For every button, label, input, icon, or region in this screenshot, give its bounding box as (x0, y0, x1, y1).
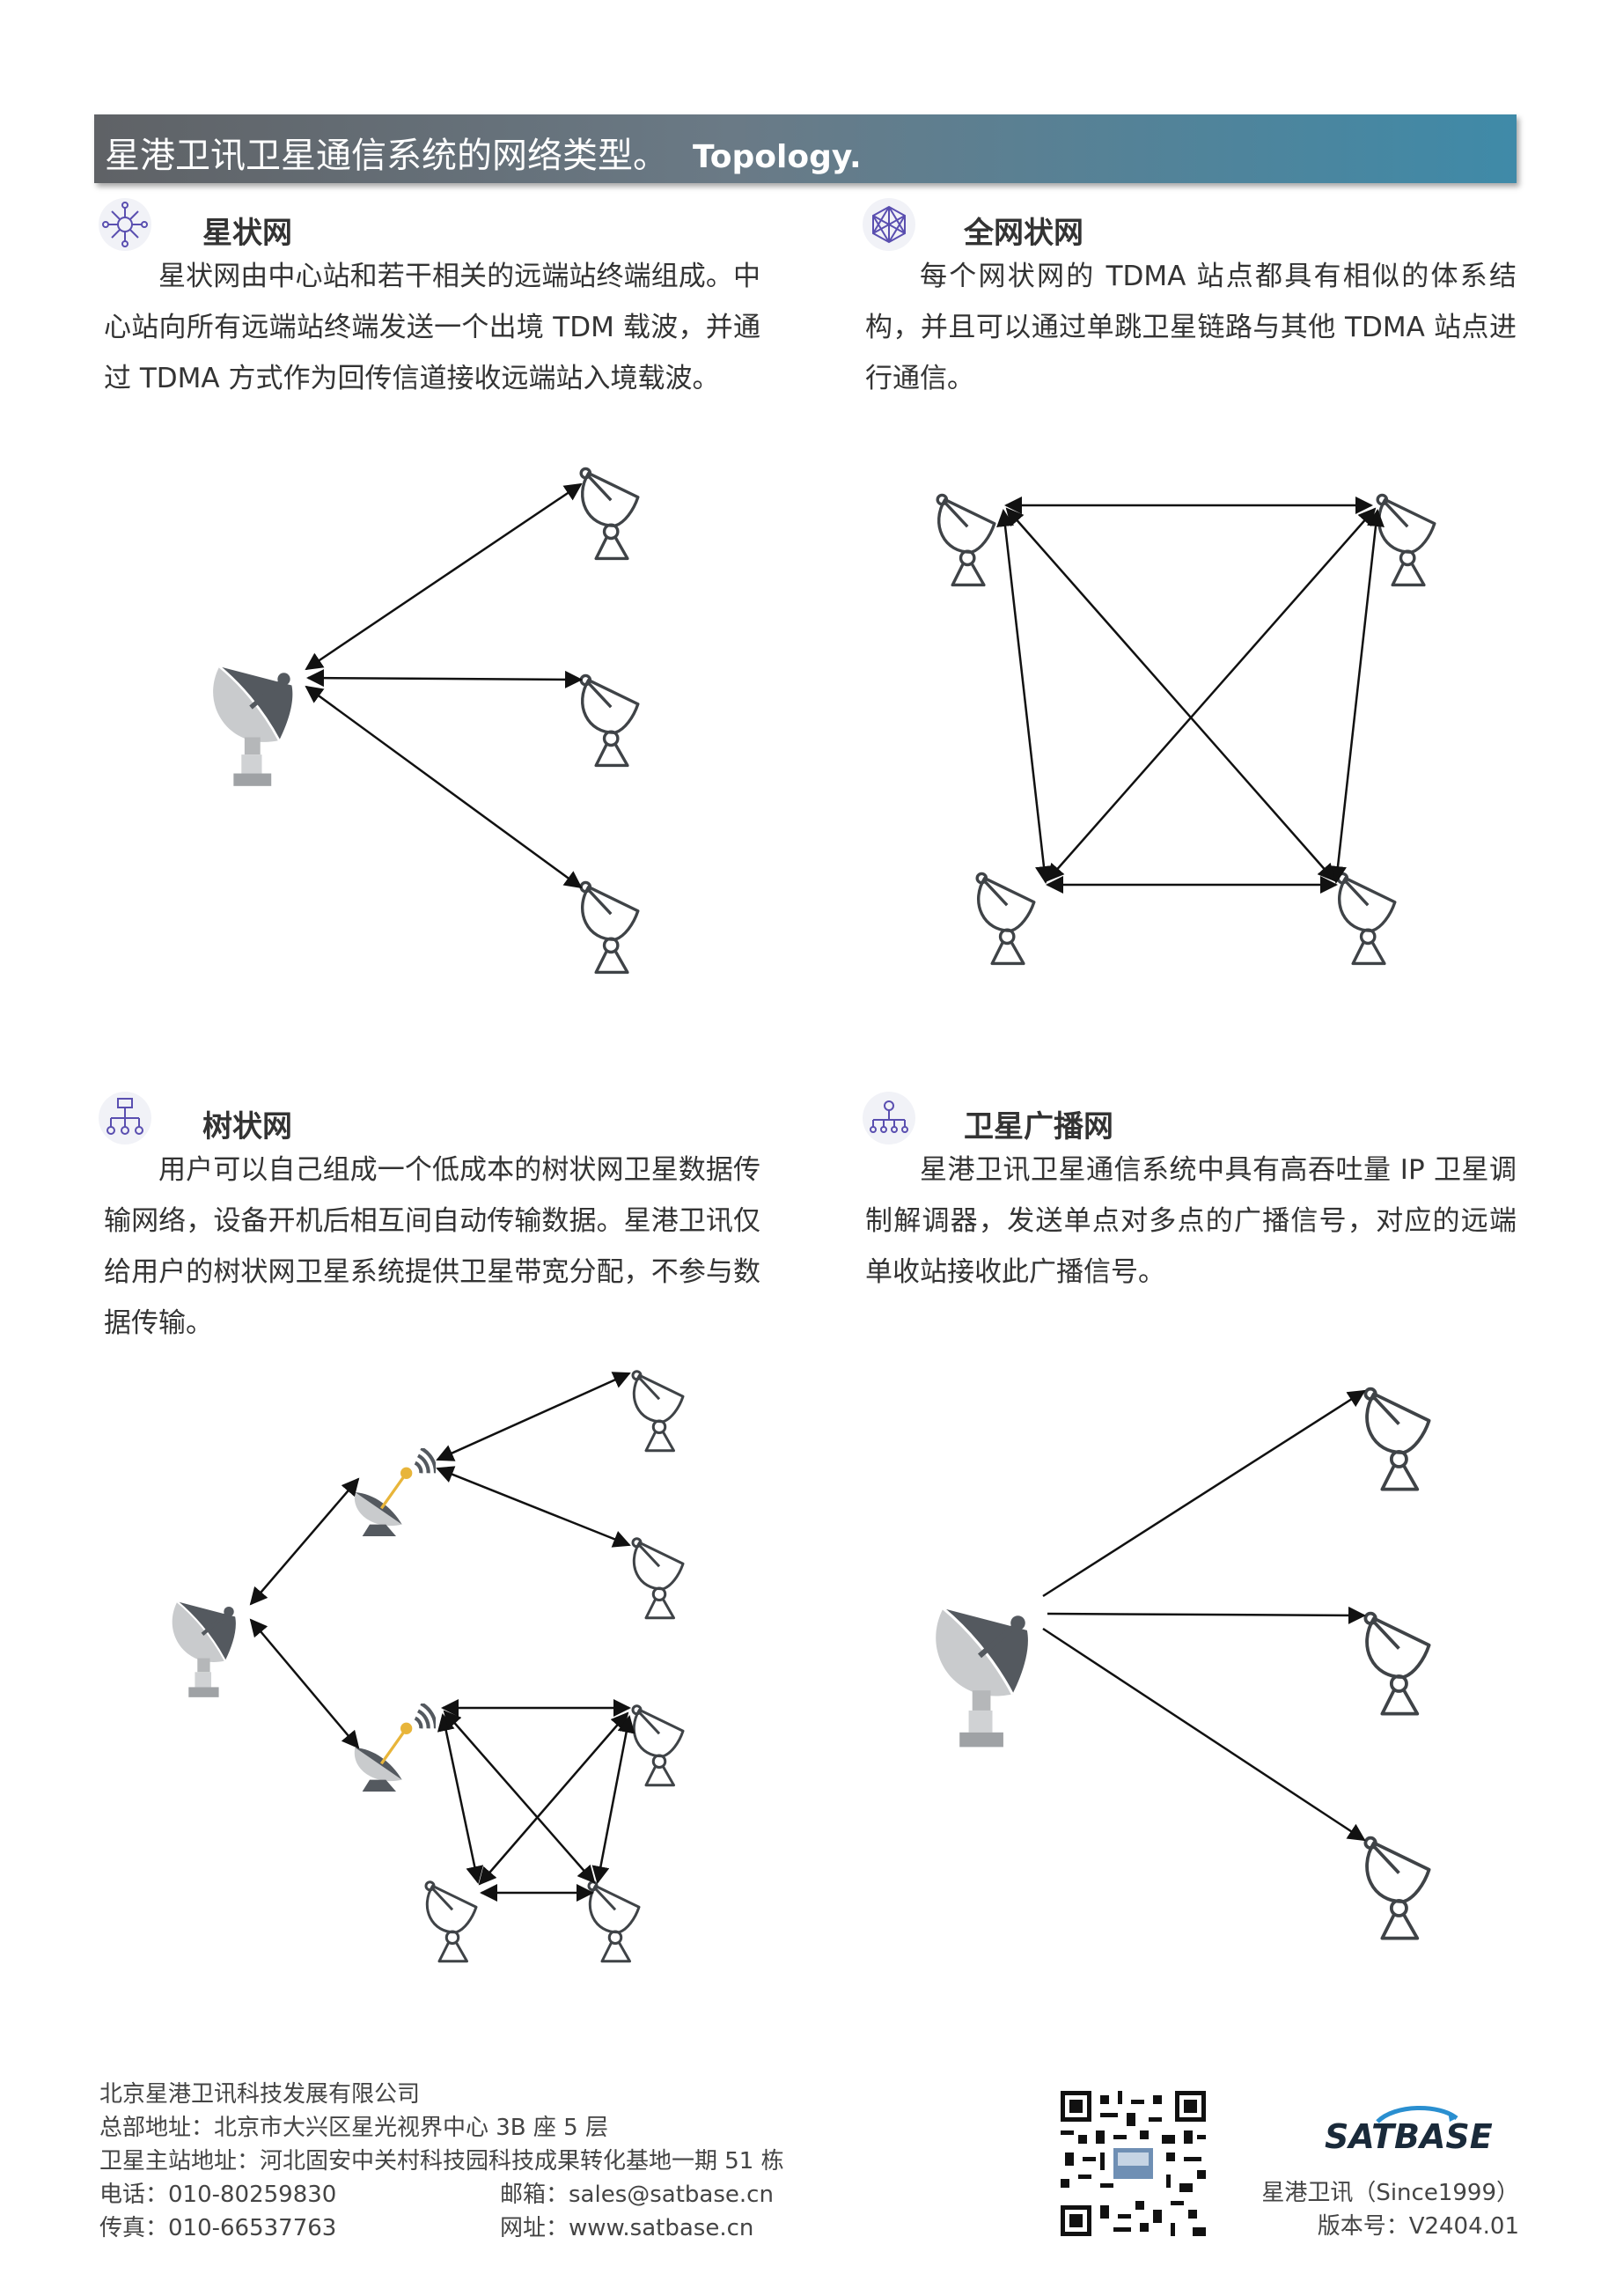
link-arrow (996, 509, 1053, 884)
star-network-icon (99, 198, 151, 251)
website: 网址：www.satbase.cn (500, 2215, 754, 2241)
link-arrow (436, 1466, 631, 1548)
section-body-tree: 用户可以自己组成一个低成本的树状网卫星数据传输网络，设备开机后相互间自动传输数据… (104, 1154, 760, 1339)
tree-network-icon (99, 1092, 151, 1144)
link-arrow (478, 1711, 629, 1886)
link-arrow (437, 1713, 484, 1884)
tree-diagram (163, 1370, 685, 1963)
receive-dish (1363, 1611, 1431, 1716)
section-title-mesh: 全网状网 (964, 216, 1083, 251)
link-arrow (591, 1715, 635, 1884)
fax: 传真：010-66537763 (99, 2215, 337, 2241)
link-arrow (436, 1372, 631, 1461)
mesh-diagram (936, 493, 1436, 966)
link-arrow (1329, 509, 1385, 884)
section-body-mesh: 每个网状网的 TDMA 站点都具有相似的体系结构，并且可以通过单跳卫星链路与其他… (865, 261, 1517, 394)
title-en: Topology. (693, 139, 862, 175)
relay-dish (355, 1704, 436, 1792)
hub-dish (213, 666, 292, 786)
title-cn: 星港卫讯卫星通信系统的网络类型。 (105, 136, 668, 176)
version-number: 版本号：V2404.01 (1317, 2213, 1519, 2240)
tdma-dish (936, 493, 996, 587)
link-arrow (249, 1477, 360, 1606)
broadcast-arrow (1042, 1389, 1366, 1598)
remote-dish (579, 880, 640, 975)
leaf-dish (424, 1880, 478, 1963)
leaf-dish (587, 1880, 641, 1963)
link-arrow (305, 685, 583, 889)
satbase-logo: SATBASE (1325, 2105, 1493, 2156)
hq-address: 总部地址：北京市大兴区星光视界中心 3B 座 5 层 (99, 2115, 608, 2141)
logo-text: SATBASE (1325, 2117, 1493, 2156)
mesh-network-icon (863, 198, 915, 251)
broadcast-network-icon (863, 1092, 915, 1144)
link-arrow (305, 482, 583, 671)
company-name: 北京星港卫讯科技发展有限公司 (99, 2081, 421, 2108)
email: 邮箱：sales@satbase.cn (500, 2182, 774, 2208)
broadcast-diagram (924, 1387, 1431, 1940)
tdma-dish (975, 872, 1036, 966)
broadcast-arrow (1042, 1627, 1366, 1842)
remote-dish (579, 673, 640, 768)
receive-dish (1363, 1836, 1431, 1940)
section-body-star: 星状网由中心站和若干相关的远端站终端组成。中心站向所有远端站终端发送一个出境 T… (104, 261, 760, 394)
page-title: 星港卫讯卫星通信系统的网络类型。 Topology. (105, 127, 862, 178)
section-title-tree: 树状网 (202, 1109, 292, 1144)
link-arrow (249, 1618, 360, 1749)
brand-name: 星港卫讯（Since1999） (1261, 2180, 1519, 2206)
section-body-broadcast: 星港卫讯卫星通信系统中具有高吞吐量 IP 卫星调制解调器，发送单点对多点的广播信… (865, 1154, 1517, 1288)
phone: 电话：010-80259830 (99, 2182, 337, 2208)
header-banner: 星港卫讯卫星通信系统的网络类型。 Topology. (94, 114, 1517, 183)
receive-dish (1363, 1387, 1431, 1491)
link-arrow (306, 669, 583, 688)
link-arrow (1046, 507, 1377, 882)
station-address: 卫星主站地址：河北固安中关村科技园科技成果转化基地一期 51 栋 (99, 2148, 784, 2175)
brand-info: 星港卫讯（Since1999） 版本号：V2404.01 (1261, 2176, 1519, 2243)
tdma-dish (1336, 872, 1397, 966)
tdma-dish (1376, 493, 1436, 587)
root-dish (173, 1601, 236, 1697)
qr-code-icon (1061, 2091, 1206, 2236)
star-diagram (194, 467, 640, 975)
link-arrow (443, 1710, 596, 1884)
leaf-dish (631, 1704, 685, 1787)
footer-contact: 北京星港卫讯科技发展有限公司 总部地址：北京市大兴区星光视界中心 3B 座 5 … (99, 2078, 784, 2245)
relay-dish (355, 1448, 436, 1536)
section-title-broadcast: 卫星广播网 (964, 1109, 1113, 1144)
leaf-dish (631, 1537, 685, 1620)
link-arrow (1005, 507, 1336, 882)
broadcast-hub-dish (936, 1608, 1028, 1747)
remote-dish (579, 467, 640, 561)
broadcast-arrow (1047, 1606, 1366, 1624)
leaf-dish (631, 1370, 685, 1453)
section-title-star: 星状网 (202, 216, 292, 251)
